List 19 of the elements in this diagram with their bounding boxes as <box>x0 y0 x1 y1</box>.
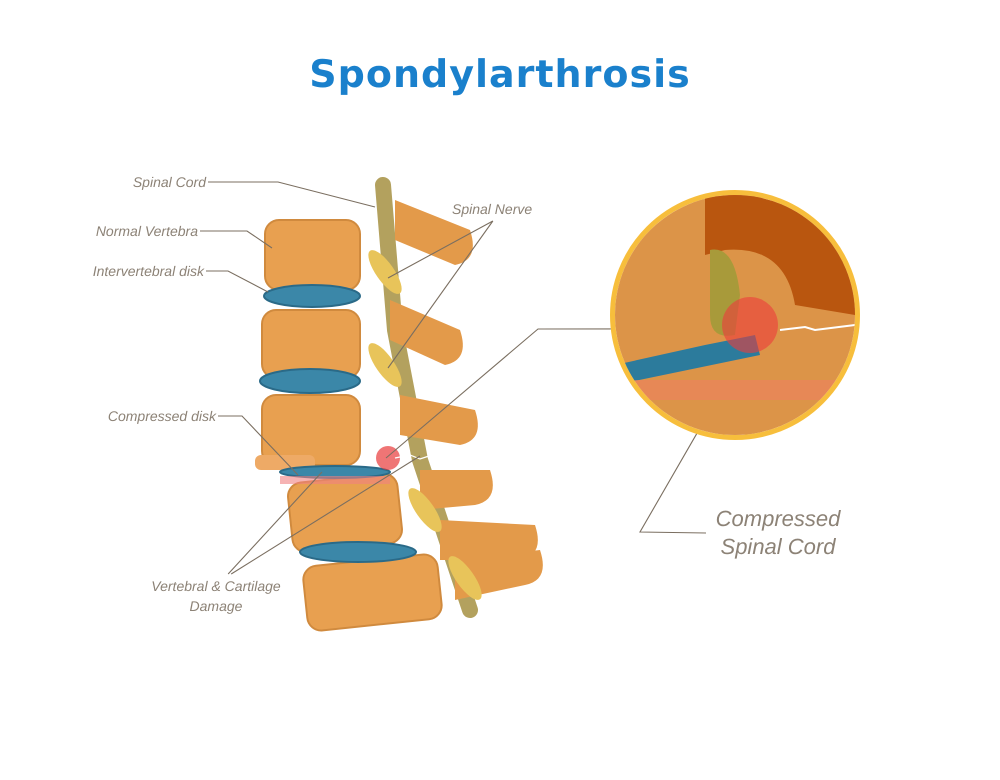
leader-line <box>208 181 376 208</box>
leader-line <box>639 434 706 534</box>
leader-line <box>218 415 298 476</box>
callout-label: Spinal Nerve <box>452 199 547 219</box>
leader-line <box>200 230 272 248</box>
title: Spondylarthrosis <box>308 52 692 96</box>
callout-label: Spinal Cord <box>100 172 206 192</box>
leader-line <box>228 472 322 574</box>
leader-line <box>388 220 494 278</box>
leader-line <box>206 270 268 292</box>
callout-label: Compressed Spinal Cord <box>708 505 848 561</box>
leader-line <box>230 456 420 574</box>
callout-label: Normal Vertebra <box>70 221 198 241</box>
leader-line <box>386 328 611 458</box>
magnifier-circle <box>610 190 860 440</box>
callout-label: Compressed disk <box>90 406 216 426</box>
callout-label: Vertebral & Cartilage Damage <box>140 576 292 616</box>
callout-label: Intervertebral disk <box>58 261 204 281</box>
leader-line <box>388 220 494 368</box>
